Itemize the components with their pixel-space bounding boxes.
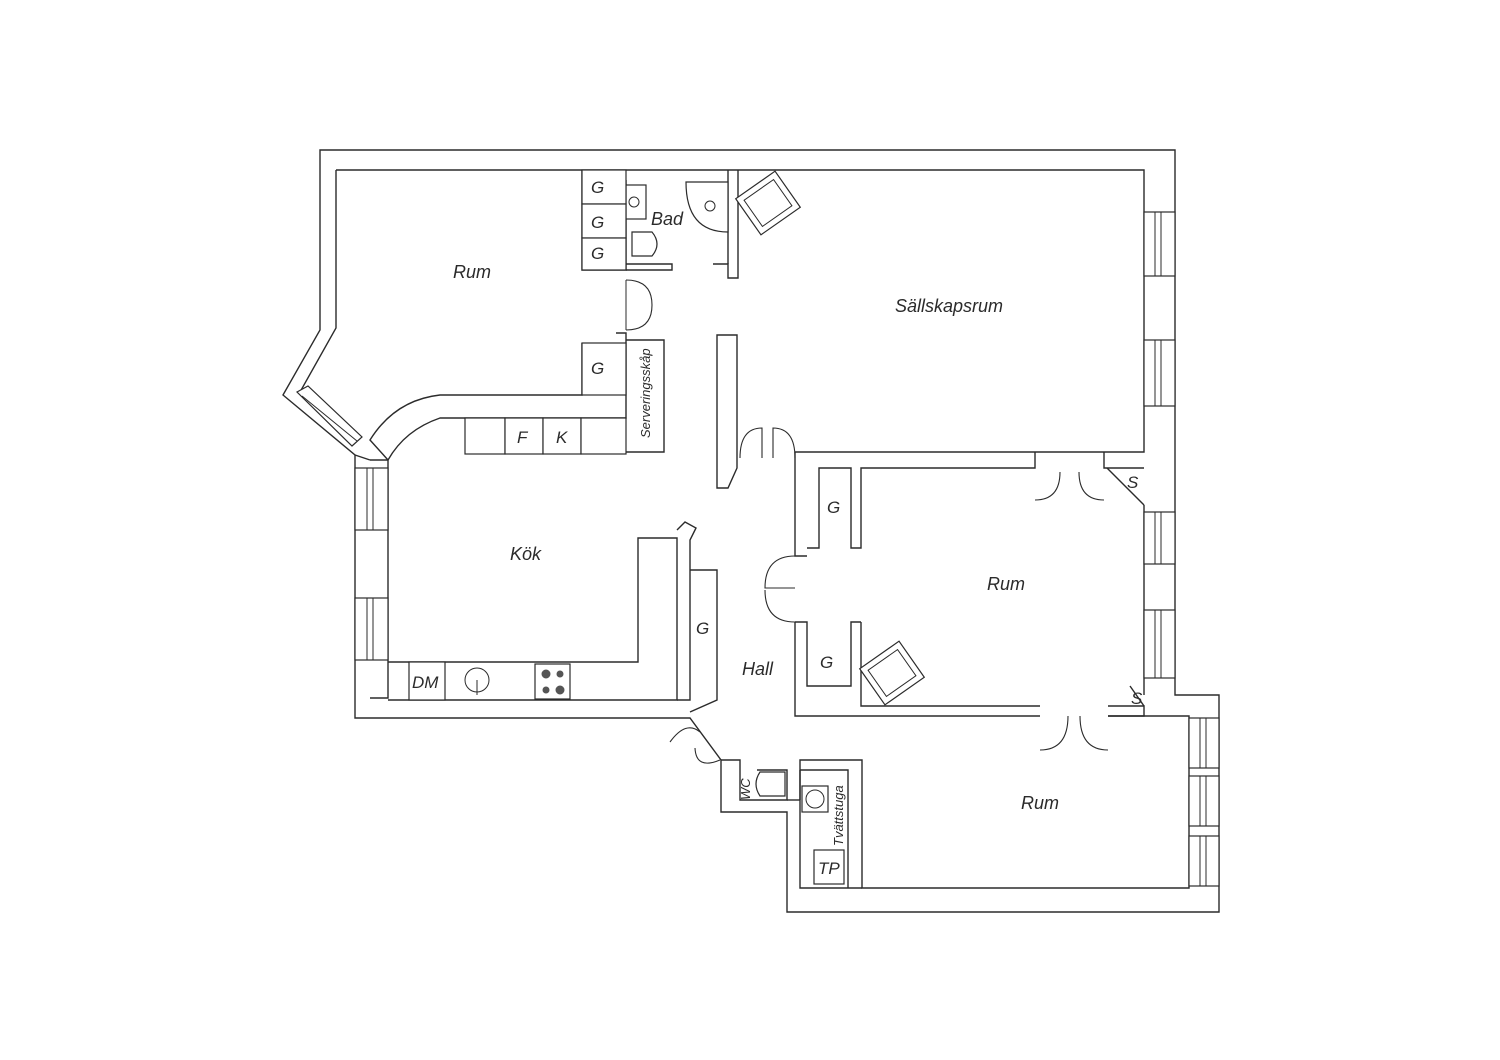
fixture-dm: DM: [412, 673, 439, 692]
room-label-rum-mid: Rum: [987, 574, 1025, 594]
bathroom-fixtures: [625, 181, 845, 885]
fixture-g-hall: G: [696, 619, 709, 638]
room-label-tvattstuga: Tvättstuga: [831, 785, 846, 846]
room-label-hall: Hall: [742, 659, 774, 679]
label-serveringsskap: Serveringsskåp: [638, 348, 653, 438]
room-label-sallskapsrum: Sällskapsrum: [895, 296, 1003, 316]
furniture: [734, 170, 926, 706]
room-label-rum-se: Rum: [1021, 793, 1059, 813]
doors: [625, 279, 1109, 764]
fixture-g-5: G: [827, 498, 840, 517]
fixture-f: F: [517, 428, 529, 447]
shower-icon: [685, 181, 729, 233]
labels: Rum Bad Sällskapsrum Kök Hall Rum Rum WC…: [412, 178, 1143, 878]
wc-toilet-icon: [755, 771, 786, 797]
room-label-wc: WC: [738, 778, 753, 800]
stove-icon: [534, 663, 571, 700]
dryer-box: [813, 849, 845, 885]
interior-walls: [354, 170, 1190, 889]
fixture-g-2: G: [591, 213, 604, 232]
fixture-g-3: G: [591, 244, 604, 263]
toilet-icon: [631, 231, 658, 257]
room-label-rum-nw: Rum: [453, 262, 491, 282]
storage-units: [408, 169, 627, 701]
fixture-s-2: S: [1131, 689, 1143, 708]
fixture-s-1: S: [1127, 473, 1139, 492]
windows: [296, 211, 1220, 887]
fixture-k: K: [556, 428, 568, 447]
fixture-g-6: G: [820, 653, 833, 672]
fixture-g-1: G: [591, 178, 604, 197]
room-label-kok: Kök: [510, 544, 542, 564]
room-label-bad: Bad: [651, 209, 684, 229]
fixture-tp: TP: [818, 859, 840, 878]
fixture-g-4: G: [591, 359, 604, 378]
armchair-icon: [734, 170, 802, 236]
armchair-icon-2: [858, 640, 926, 706]
